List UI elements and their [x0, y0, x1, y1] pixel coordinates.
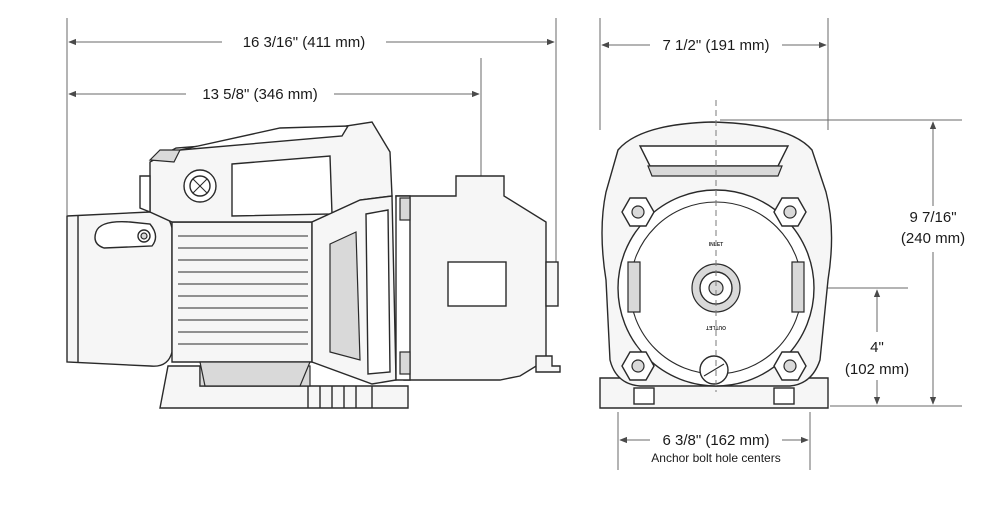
motor-fins: [178, 235, 308, 345]
outlet-label: OUTLET: [706, 324, 726, 330]
overall-length-label: 16 3/16" (411 mm): [243, 34, 366, 51]
dim-shaft-height: 4" (102 mm): [845, 289, 909, 405]
width-label: 7 1/2" (191 mm): [662, 37, 769, 54]
shaft-height-mm-label: (102 mm): [845, 361, 909, 378]
shaft-height-in-label: 4": [870, 339, 884, 356]
dim-width: 7 1/2" (191 mm): [601, 37, 827, 54]
anchor-spacing-label: 6 3/8" (162 mm): [662, 432, 769, 449]
dim-motor-length: 13 5/8" (346 mm): [68, 86, 480, 103]
anchor-note-label: Anchor bolt hole centers: [651, 451, 780, 465]
dim-height: 9 7/16" (240 mm): [901, 121, 965, 405]
front-view: INLET OUTLET: [599, 18, 962, 470]
motor-length-label: 13 5/8" (346 mm): [202, 86, 317, 103]
height-in-label: 9 7/16": [909, 209, 956, 226]
side-view: [66, 18, 561, 409]
dim-anchor-spacing: 6 3/8" (162 mm) Anchor bolt hole centers: [619, 432, 809, 465]
height-mm-label: (240 mm): [901, 230, 965, 247]
dim-overall-length: 16 3/16" (411 mm): [68, 34, 555, 51]
